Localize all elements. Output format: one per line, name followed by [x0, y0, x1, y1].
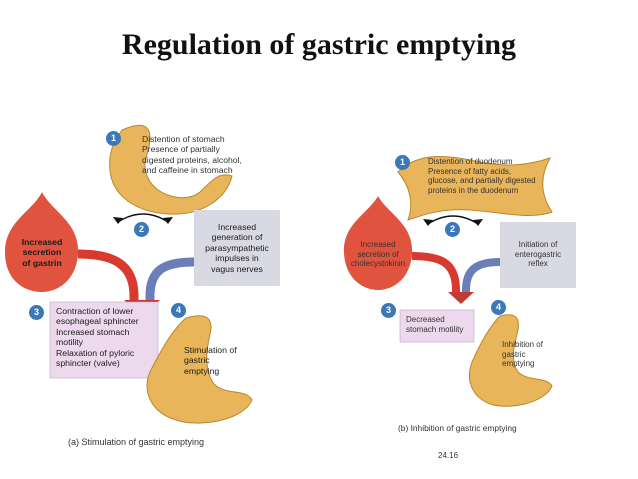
hormone-text-a: Increased secretion of gastrin [21, 237, 63, 268]
vagus-box [194, 210, 280, 286]
effect-box-b [399, 309, 475, 343]
duodenum [397, 156, 553, 221]
step-badge: 3 [381, 303, 396, 318]
caption-a: (a) Stimulation of gastric emptying [68, 437, 205, 447]
effect-box-a [49, 301, 159, 379]
effect-text-a: Contraction of lower esophageal sphincte… [56, 306, 139, 369]
hormone-text-b: Increased secretion of cholecystokinin [350, 240, 406, 269]
step-badge: 1 [395, 155, 410, 170]
stomach-top-a [109, 124, 233, 215]
reflex-box [500, 222, 576, 288]
step-badge: 1 [106, 131, 121, 146]
caption-b: (b) Inhibition of gastric emptying [398, 423, 517, 433]
step1-text-b: Distention of duodenum Presence of fatty… [428, 157, 536, 195]
effect-text-b: Decreased stomach motility [406, 315, 464, 334]
stomach-b [468, 314, 553, 407]
step-badge: 4 [491, 300, 506, 315]
stomach-bottom-a [146, 315, 253, 424]
page-title: Regulation of gastric emptying [121, 28, 517, 61]
nerve-text-a: Increased generation of parasympathetic … [205, 222, 269, 274]
gastrin-drop [4, 192, 79, 292]
result-text-a: Stimulation of gastric emptying [184, 345, 237, 376]
figure-number: 24.16 [438, 451, 459, 460]
step-badge: 4 [171, 303, 186, 318]
result-text-b: Inhibition of gastric emptying [502, 340, 543, 369]
step-badge: 2 [134, 222, 149, 237]
step-badge: 3 [29, 305, 44, 320]
step-badge: 2 [445, 222, 460, 237]
cck-drop [343, 196, 413, 290]
step1-text-a: Distention of stomach Presence of partia… [142, 134, 242, 176]
reflex-text-b: Initiation of enterogastric reflex [514, 240, 562, 269]
